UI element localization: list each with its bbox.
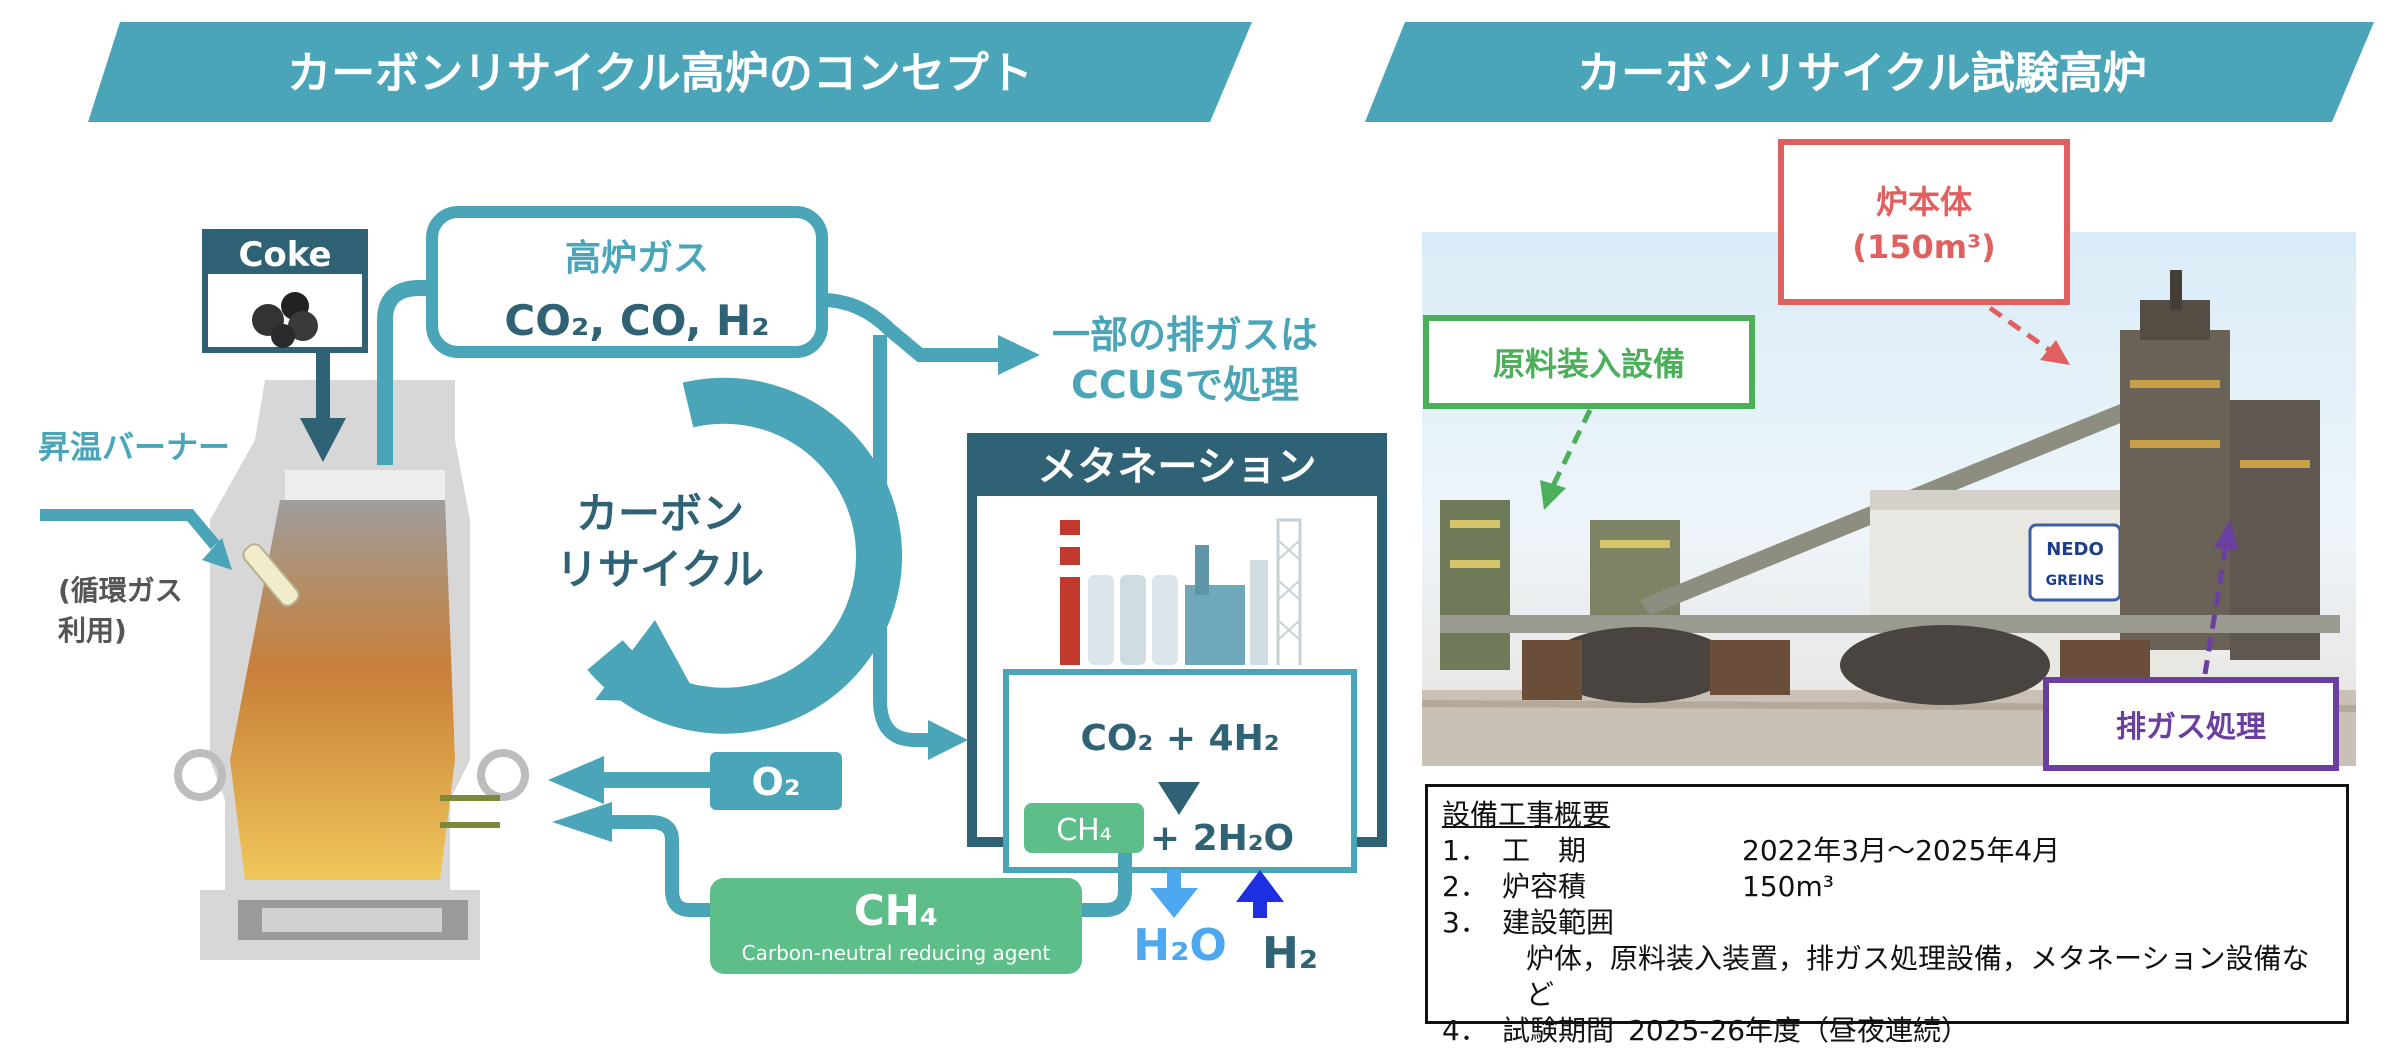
exhaust-label-2: CCUSで処理: [1071, 363, 1299, 407]
carbon-recycle-cycle: カーボン リサイクル: [556, 377, 903, 734]
ch4-label: CH₄: [854, 886, 938, 935]
reaction-ch4: CH₄: [1056, 813, 1112, 848]
furnace-body-label-1: 炉本体: [1876, 183, 1972, 221]
furnace-gas-box: 高炉ガス CO₂, CO, H₂: [426, 206, 828, 358]
o2-flow: O₂: [548, 752, 842, 810]
ch4-sub-label: Carbon-neutral reducing agent: [742, 941, 1051, 965]
summary-label: 工 期: [1502, 834, 1587, 867]
summary-label: 炉容積: [1502, 870, 1587, 903]
plant-icon: [1060, 518, 1302, 665]
reaction-left: CO₂ + 4H₂: [1081, 718, 1280, 759]
burner-arrow: [40, 509, 232, 570]
construction-summary: 設備工事概要 1． 工 期 2022年3月～2025年4月 2． 炉容積 150…: [1425, 784, 2349, 1047]
raw-material-label: 原料装入設備: [1493, 345, 1685, 383]
summary-row-volume: 2． 炉容積 150m³: [1442, 869, 2332, 905]
furnace-body-label-box: 炉本体 (150m³): [1778, 139, 2070, 305]
right-title: カーボンリサイクル試験高炉: [1577, 48, 2147, 99]
reaction-right: + 2H₂O: [1150, 818, 1294, 859]
summary-heading: 設備工事概要: [1442, 798, 1611, 831]
methanation-block: メタネーション CO₂ + 4H₂ CH₄ + 2H₂O: [967, 433, 1387, 873]
greins-mark: GREINS: [2046, 573, 2105, 589]
ccus-arrow: [821, 293, 1040, 375]
summary-value: 2025-26年度（昼夜連続）: [1628, 1014, 1970, 1047]
exhaust-treatment-label: 排ガス処理: [2116, 710, 2266, 745]
furnace-body-label-2: (150m³): [1852, 228, 1995, 266]
summary-num: 4．: [1442, 1014, 1488, 1047]
left-title: カーボンリサイクル高炉のコンセプト: [287, 48, 1033, 99]
blast-furnace: [174, 380, 529, 960]
summary-row-period: 1． 工 期 2022年3月～2025年4月: [1442, 833, 2332, 869]
summary-value: 150m³: [1742, 870, 1834, 903]
recycle-gas-label-1: (循環ガス: [58, 574, 183, 607]
coke-box: Coke: [202, 229, 368, 353]
summary-row-scope: 3． 建設範囲: [1442, 905, 2332, 941]
right-title-banner: カーボンリサイクル試験高炉: [1365, 22, 2374, 122]
coke-feed-arrow: [300, 350, 346, 462]
cycle-label-2: リサイクル: [556, 545, 764, 594]
exhaust-treatment-label-box: 排ガス処理: [2043, 677, 2339, 771]
summary-label: 試験期間: [1502, 1014, 1615, 1047]
summary-num: 1．: [1442, 834, 1488, 867]
methanation-title: メタネーション: [1037, 444, 1316, 490]
furnace-gas-title: 高炉ガス: [565, 238, 709, 279]
furnace-body-pointer: [1988, 305, 2070, 365]
cycle-label-1: カーボン: [576, 489, 744, 538]
methanation-feed-arrow: [873, 335, 968, 760]
ch4-flow: CH₄ Carbon-neutral reducing agent: [552, 802, 1132, 974]
h2o-out-arrow: [1150, 870, 1198, 918]
coke-icon: [252, 292, 318, 348]
o2-label: O₂: [752, 760, 801, 804]
summary-row-test-period: 4． 試験期間 2025-26年度（昼夜連続）: [1442, 1013, 2332, 1049]
reaction-arrow-icon: [1158, 782, 1200, 815]
nedo-mark: NEDO: [2046, 539, 2104, 560]
furnace-gas-pipe: [377, 280, 440, 465]
summary-value: 2022年3月～2025年4月: [1742, 834, 2061, 867]
burner-label: 昇温バーナー: [38, 428, 230, 466]
h2-label: H₂: [1262, 928, 1318, 979]
summary-label: 建設範囲: [1502, 906, 1615, 939]
raw-material-pointer: [1540, 408, 1593, 510]
summary-value: 炉体，原料装入装置，排ガス処理設備，メタネーション設備など: [1526, 942, 2310, 1011]
summary-num: 3．: [1442, 906, 1488, 939]
coke-label: Coke: [238, 235, 331, 275]
raw-material-label-box: 原料装入設備: [1423, 315, 1755, 409]
exhaust-treatment-pointer: [2202, 520, 2238, 675]
summary-row-scope-detail: 炉体，原料装入装置，排ガス処理設備，メタネーション設備など: [1442, 941, 2332, 1013]
left-title-banner: カーボンリサイクル高炉のコンセプト: [88, 22, 1252, 122]
h2-in-arrow: [1236, 870, 1284, 918]
h2o-label: H₂O: [1133, 920, 1227, 971]
summary-num: 2．: [1442, 870, 1488, 903]
recycle-gas-label-2: 利用): [58, 614, 127, 647]
furnace-gas-formula: CO₂, CO, H₂: [504, 296, 769, 345]
exhaust-label-1: 一部の排ガスは: [1052, 313, 1318, 357]
